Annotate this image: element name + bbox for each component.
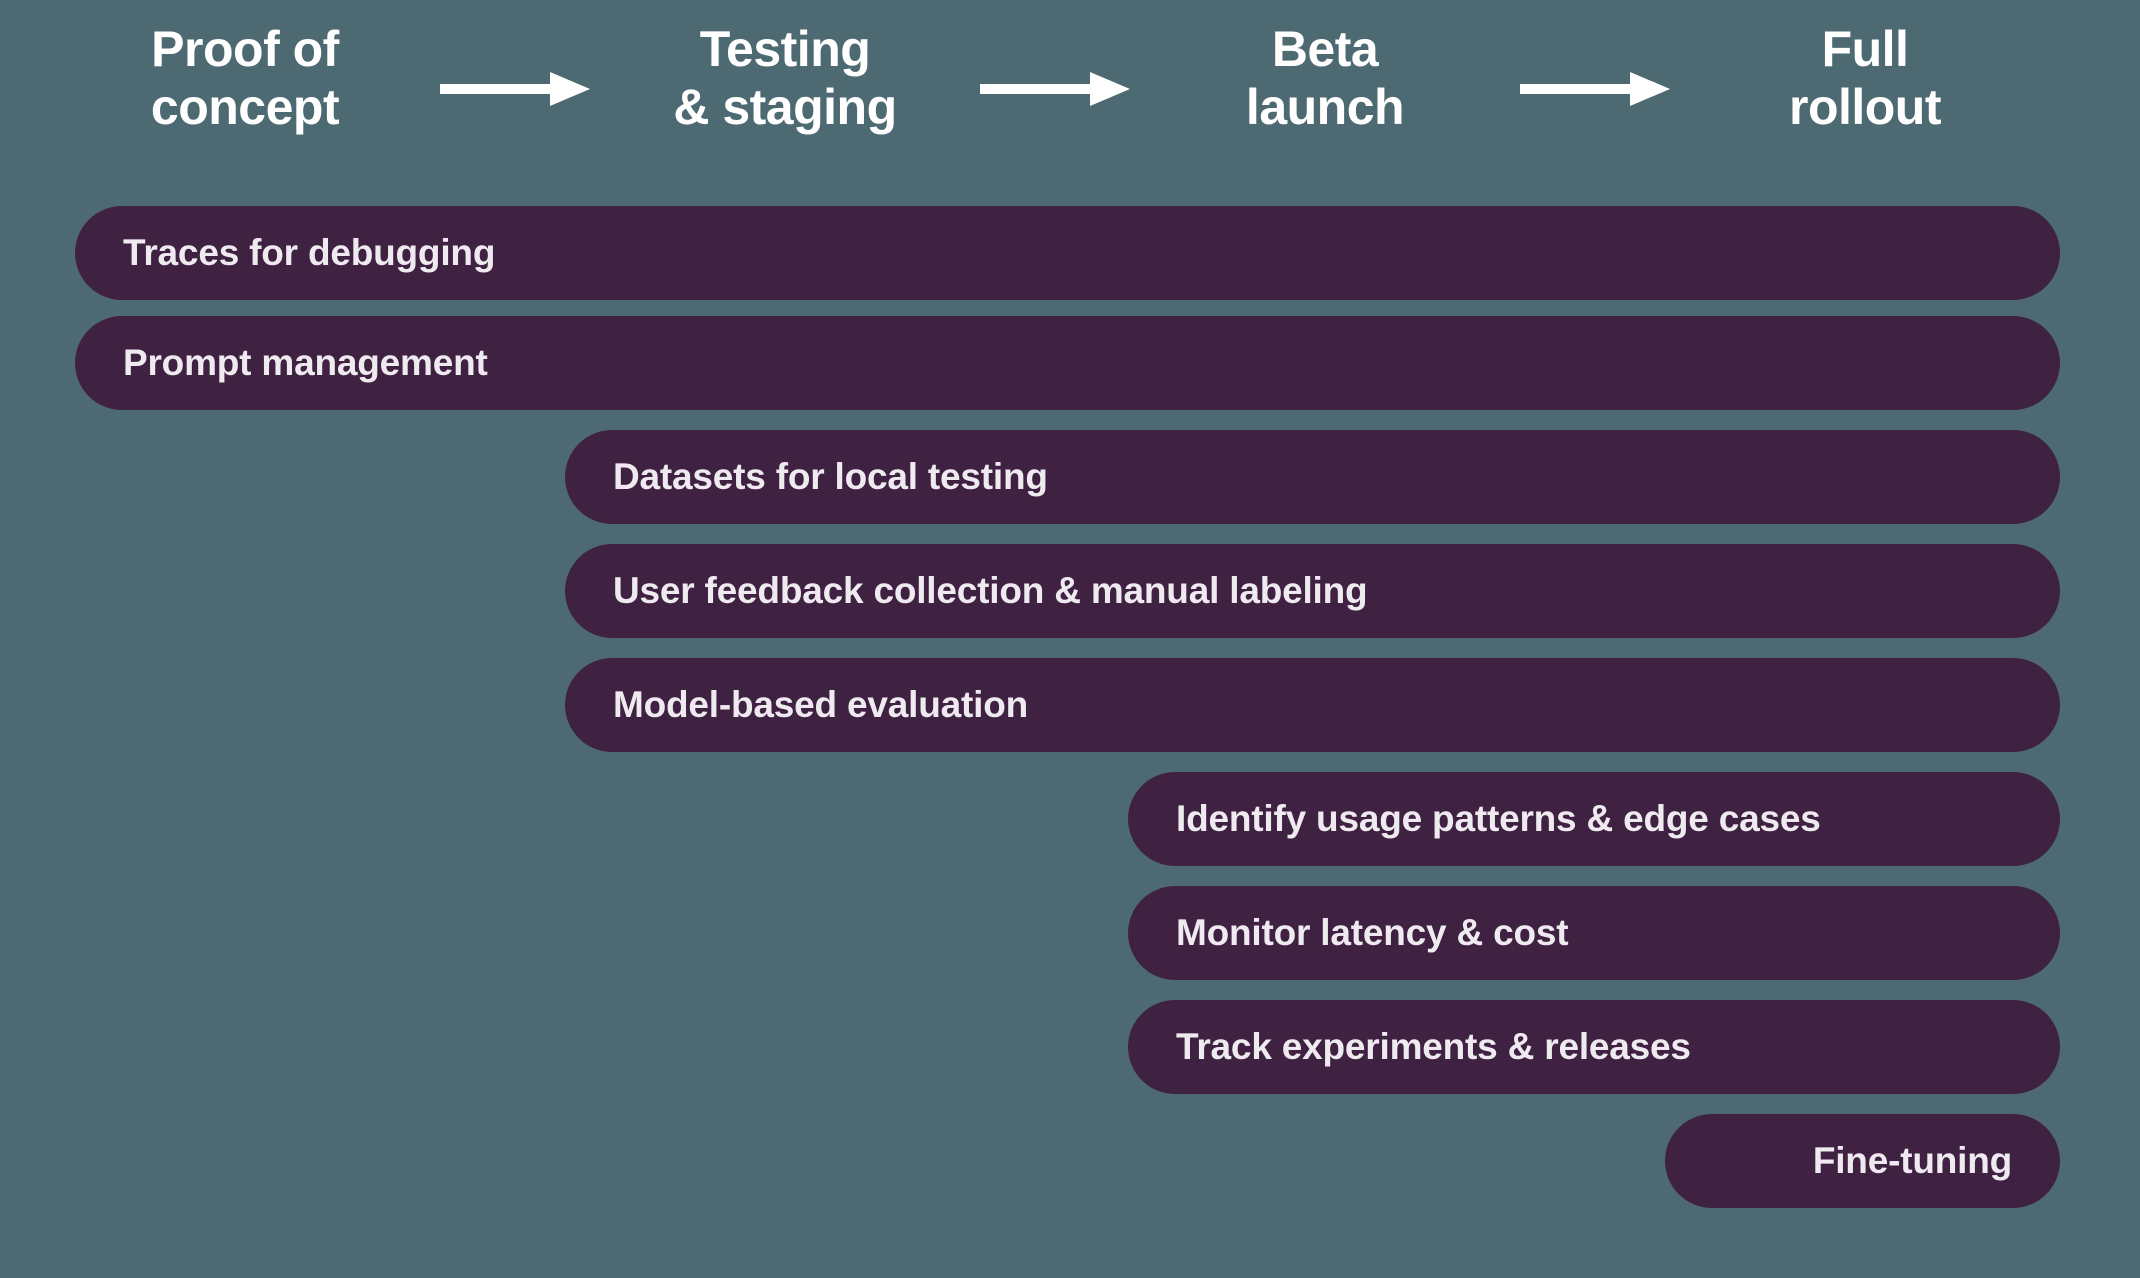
- phase-label-2: Testing & staging: [673, 21, 897, 135]
- capability-bar[interactable]: Traces for debugging: [75, 206, 2060, 300]
- phase-label-3: Beta launch: [1245, 21, 1405, 135]
- capability-bar-label: Track experiments & releases: [1176, 1026, 1691, 1067]
- arrow-head: [1630, 72, 1670, 106]
- capability-bar[interactable]: Track experiments & releases: [1128, 1000, 2060, 1094]
- capability-bar[interactable]: Datasets for local testing: [565, 430, 2060, 524]
- capability-bar-label: Fine-tuning: [1812, 1140, 2012, 1181]
- capability-bar[interactable]: User feedback collection & manual labeli…: [565, 544, 2060, 638]
- capability-bar[interactable]: Fine-tuning: [1665, 1114, 2060, 1208]
- capability-bar[interactable]: Monitor latency & cost: [1128, 886, 2060, 980]
- capability-bar[interactable]: Prompt management: [75, 316, 2060, 410]
- phase-arrow-icon-2: [980, 72, 1130, 106]
- phase-label-1: Proof of concept: [150, 21, 340, 135]
- capability-bar-label: Traces for debugging: [123, 232, 496, 273]
- arrow-shaft: [980, 84, 1098, 94]
- capability-bar-label: Datasets for local testing: [613, 456, 1048, 497]
- phase-label-4: Full rollout: [1788, 21, 1942, 135]
- arrow-head: [550, 72, 590, 106]
- phase-arrow-icon-3: [1520, 72, 1670, 106]
- capability-bar-label: Prompt management: [123, 342, 488, 383]
- phase-arrow-icon-1: [440, 72, 590, 106]
- arrow-shaft: [440, 84, 558, 94]
- capability-bar-label: Model-based evaluation: [613, 684, 1029, 725]
- capability-bar-label: Identify usage patterns & edge cases: [1176, 798, 1821, 839]
- capability-bar-label: Monitor latency & cost: [1176, 912, 1569, 953]
- capability-bar[interactable]: Identify usage patterns & edge cases: [1128, 772, 2060, 866]
- phase-header-row: Proof of concept Testing & staging Beta la…: [0, 0, 2140, 175]
- capability-bar-label: User feedback collection & manual labeli…: [613, 570, 1368, 611]
- arrow-shaft: [1520, 84, 1638, 94]
- capability-bar[interactable]: Model-based evaluation: [565, 658, 2060, 752]
- arrow-head: [1090, 72, 1130, 106]
